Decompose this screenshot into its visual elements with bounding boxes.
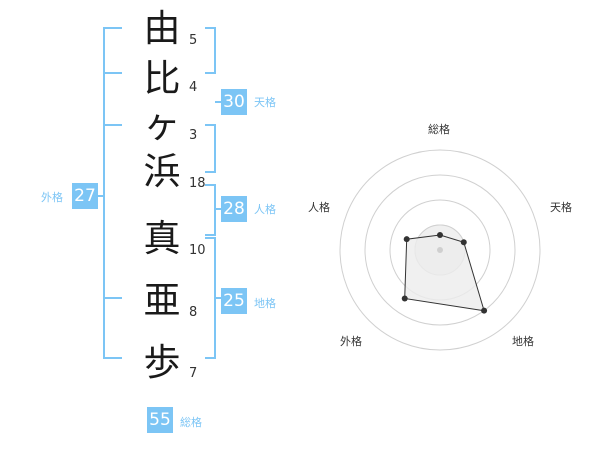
name-char-1: 由 [143, 7, 181, 50]
tenkaku-label: 天格 [254, 96, 276, 109]
radar-point-4 [403, 236, 410, 243]
name-char-5: 真 [143, 217, 181, 260]
radar-point-0 [437, 232, 443, 238]
soukaku-value-box: 55 [147, 407, 173, 433]
gaikaku-value-box: 27 [72, 183, 98, 209]
radar-value-polygon [404, 234, 485, 312]
chikaku-label: 地格 [254, 297, 276, 310]
radar-center-dot [437, 247, 443, 253]
stroke-count-6: 8 [189, 305, 198, 320]
radar-ring [364, 174, 516, 326]
stroke-count-7: 7 [189, 366, 198, 381]
radar-chart [339, 149, 541, 351]
tenkaku-value-box: 30 [221, 89, 247, 115]
radar-point-2 [481, 307, 488, 314]
stroke-count-2: 4 [189, 80, 198, 95]
chikaku-value-box: 25 [221, 288, 247, 314]
stroke-count-5: 10 [189, 243, 206, 258]
name-char-2: 比 [143, 57, 181, 100]
stroke-count-1: 5 [189, 33, 198, 48]
radar-axis-label-soukaku: 総格 [428, 123, 450, 136]
name-char-3: ヶ [143, 103, 181, 146]
radar-ring [339, 149, 541, 351]
name-char-4: 浜 [143, 150, 181, 193]
stroke-count-3: 3 [189, 128, 198, 143]
radar-axis-label-jinkaku: 人格 [308, 201, 330, 214]
bracket-lines [98, 27, 221, 359]
soukaku-label: 総格 [180, 416, 202, 429]
radar-axis-label-gaikaku: 外格 [340, 335, 362, 348]
radar-point-1 [460, 239, 467, 246]
jinkaku-value-box: 28 [221, 196, 247, 222]
name-char-7: 歩 [143, 341, 181, 384]
radar-axis-label-tenkaku: 天格 [550, 201, 572, 214]
radar-point-3 [401, 295, 408, 302]
radar-axis-label-chikaku: 地格 [512, 335, 534, 348]
gaikaku-label: 外格 [41, 191, 63, 204]
jinkaku-label: 人格 [254, 203, 276, 216]
stroke-count-4: 18 [189, 176, 206, 191]
name-char-6: 亜 [143, 279, 181, 322]
